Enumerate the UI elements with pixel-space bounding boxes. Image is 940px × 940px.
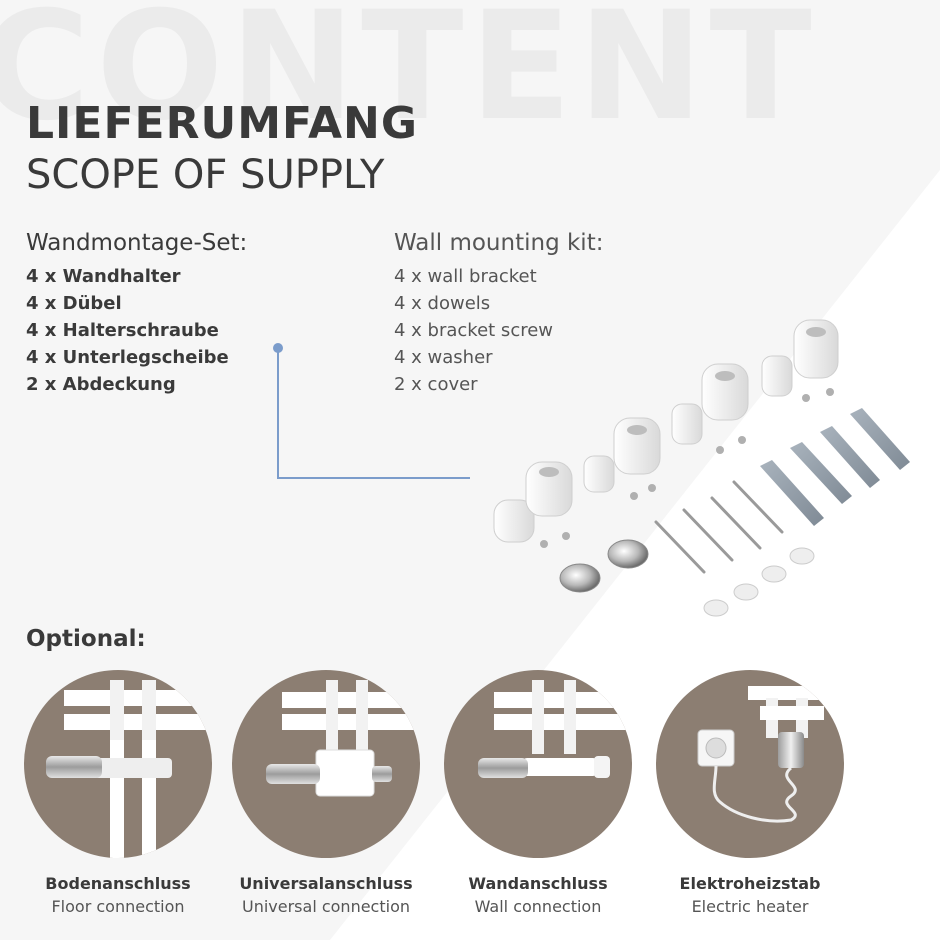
mounting-kit-illustration (493, 319, 910, 617)
title-german: LIEFERUMFANG (26, 98, 418, 149)
list-item: 4 x dowels (394, 293, 491, 314)
option-floor-connection: Bodenanschluss Floor connection (8, 670, 228, 916)
title-english: SCOPE OF SUPPLY (26, 152, 385, 198)
floor-connection-image (24, 670, 212, 858)
option-universal-connection: Universalanschluss Universal connection (216, 670, 436, 916)
option-label-german: Wandanschluss (468, 874, 608, 893)
washer-icon (703, 547, 815, 617)
kit-list-german: Wandmontage-Set: 4 x Wandhalter 4 x Dübe… (26, 230, 247, 398)
option-label-english: Wall connection (474, 897, 602, 916)
small-screw-icon (540, 388, 834, 548)
dowel-icon (760, 408, 910, 526)
list-item: 4 x bracket screw (394, 320, 554, 341)
option-label-english: Floor connection (51, 897, 185, 916)
watermark-text: CONTENT (0, 0, 818, 154)
electric-heater-image (656, 670, 844, 858)
list-item: 4 x wall bracket (394, 266, 537, 287)
option-label-english: Electric heater (691, 897, 809, 916)
option-label-english: Universal connection (241, 897, 410, 916)
list-item: 4 x Wandhalter (26, 266, 181, 287)
list-item: 4 x Dübel (26, 293, 122, 314)
kit-heading-english: Wall mounting kit: (394, 230, 604, 256)
list-item: 4 x Halterschraube (26, 320, 219, 341)
option-label-german: Bodenanschluss (45, 874, 191, 893)
universal-connection-image (232, 670, 420, 858)
option-label-german: Elektroheizstab (679, 874, 821, 893)
option-electric-heater: Elektroheizstab Electric heater (640, 670, 860, 916)
optional-heading: Optional: (26, 626, 146, 652)
list-item: 4 x Unterlegscheibe (26, 347, 229, 368)
kit-heading-german: Wandmontage-Set: (26, 230, 248, 256)
cover-icon (559, 539, 649, 593)
list-item: 2 x Abdeckung (26, 374, 176, 395)
bracket-screw-icon (654, 480, 784, 574)
wall-bracket-icon (493, 319, 839, 543)
wall-connection-image (444, 670, 632, 858)
option-label-german: Universalanschluss (239, 874, 413, 893)
option-wall-connection: Wandanschluss Wall connection (428, 670, 648, 916)
